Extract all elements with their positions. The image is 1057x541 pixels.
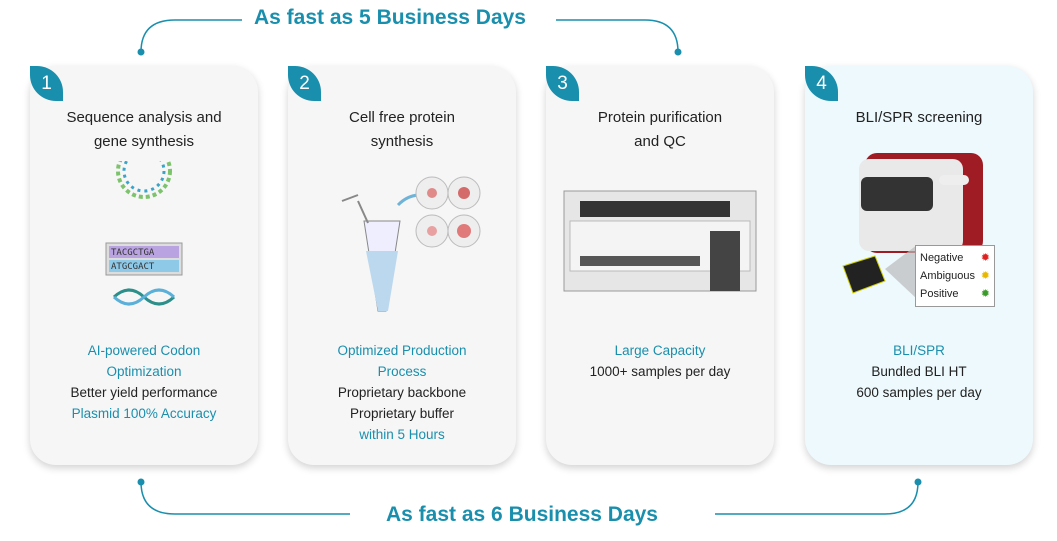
- step-card-4: 4 BLI/SPR screening Negative✹ Ambiguous✹…: [805, 66, 1033, 465]
- svg-text:ATGCGACT: ATGCGACT: [111, 262, 155, 272]
- bli-instrument-illustration: [842, 153, 983, 299]
- step-number-badge: 1: [30, 66, 63, 101]
- step-number-badge: 3: [546, 66, 579, 101]
- result-legend: Negative✹ Ambiguous✹ Positive✹: [915, 245, 995, 307]
- top-banner: As fast as 5 Business Days: [254, 6, 526, 29]
- step-number-badge: 4: [805, 66, 838, 101]
- negative-indicator-icon: ✹: [980, 252, 990, 264]
- step-number-badge: 2: [288, 66, 321, 101]
- ambiguous-indicator-icon: ✹: [980, 270, 990, 282]
- bottom-banner: As fast as 6 Business Days: [386, 503, 658, 526]
- step-title: BLI/SPR screening: [855, 109, 983, 126]
- liquid-handler-illustration: [563, 190, 757, 292]
- positive-indicator-icon: ✹: [980, 288, 990, 300]
- cell-free-synthesis-illustration: [341, 176, 481, 312]
- dna-synthesis-illustration: TACGCTGA ATGCGACT: [105, 161, 183, 306]
- svg-text:TACGCTGA: TACGCTGA: [111, 248, 155, 258]
